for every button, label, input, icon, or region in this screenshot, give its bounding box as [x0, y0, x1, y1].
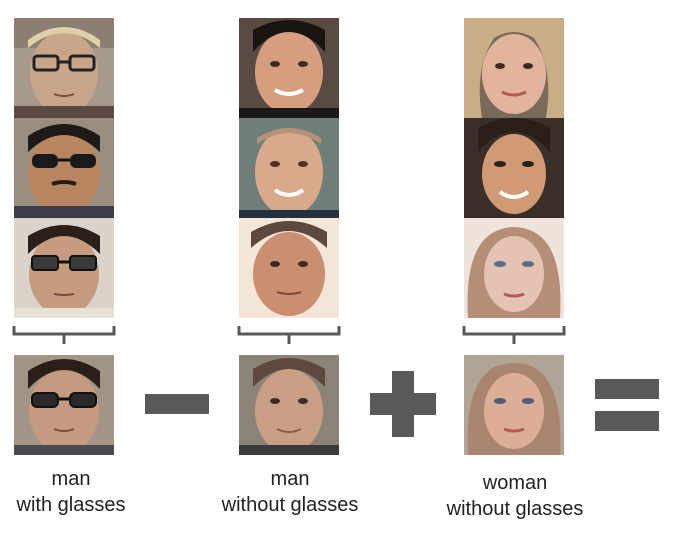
label-line-1: man	[270, 468, 310, 490]
plus-operator-vertical	[392, 371, 414, 437]
average-face-woman-without-glasses	[464, 355, 564, 455]
label-man-without-glasses: man without glasses	[205, 466, 375, 518]
face-image-man-glasses-3	[14, 218, 114, 318]
label-line-1: woman	[482, 472, 548, 494]
face-image-woman-2	[464, 118, 564, 218]
column-woman-without-glasses	[464, 18, 564, 318]
bracket-man-without-glasses	[237, 326, 341, 344]
equals-operator-top	[595, 379, 659, 399]
label-line-1: man	[51, 468, 91, 490]
face-image-man-noglasses-2	[239, 118, 339, 218]
label-line-2: without glasses	[221, 494, 359, 516]
face-image-man-glasses-1	[14, 18, 114, 118]
equals-operator-bottom	[595, 411, 659, 431]
column-man-without-glasses	[239, 18, 339, 318]
face-image-woman-1	[464, 18, 564, 118]
label-line-2: with glasses	[16, 494, 126, 516]
average-face-man-with-glasses	[14, 355, 114, 455]
label-woman-without-glasses: woman without glasses	[430, 470, 600, 522]
face-image-man-glasses-2	[14, 118, 114, 218]
label-line-2: without glasses	[446, 498, 584, 520]
face-image-woman-3	[464, 218, 564, 318]
face-image-man-noglasses-3	[239, 218, 339, 318]
bracket-woman-without-glasses	[462, 326, 566, 344]
bracket-man-with-glasses	[12, 326, 116, 344]
column-man-with-glasses	[14, 18, 114, 318]
label-man-with-glasses: man with glasses	[0, 466, 142, 518]
average-face-man-without-glasses	[239, 355, 339, 455]
face-image-man-noglasses-1	[239, 18, 339, 118]
minus-operator	[145, 394, 209, 414]
